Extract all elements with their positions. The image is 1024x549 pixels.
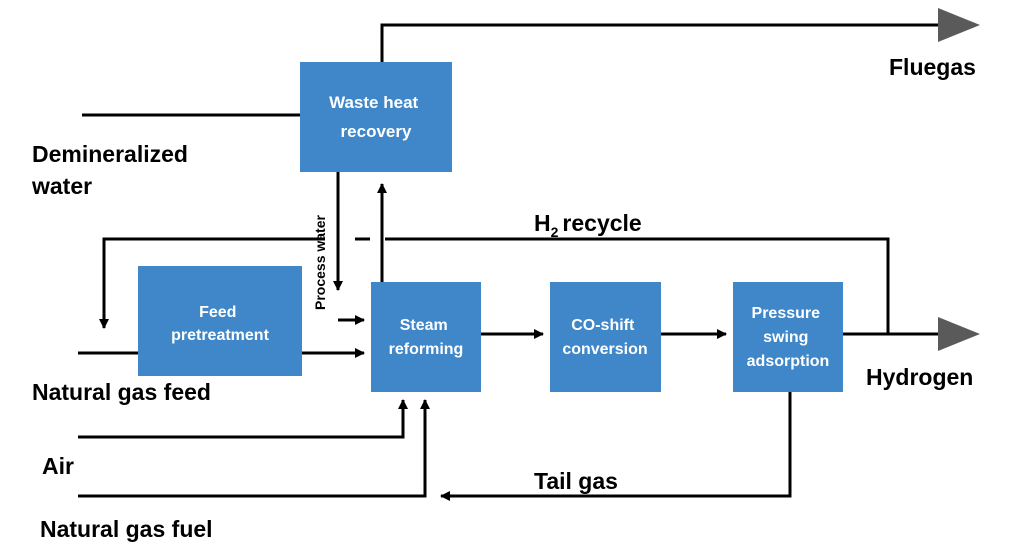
steam-reforming-label: Steam reforming [389,317,464,358]
feed-pretreatment-box [138,266,302,376]
unit-boxes [138,62,843,392]
natural-gas-feed-label: Natural gas feed [32,379,211,405]
hydrogen-arrowhead [938,317,980,351]
process-water-label: Process water [312,215,328,310]
feed-pretreatment-label: Feed pretreatment [171,304,269,344]
air-line [78,399,408,439]
flow-lines [78,23,940,501]
steam-reforming-box [371,282,481,392]
air-label: Air [42,453,74,479]
fluegas-line [380,23,940,62]
demineralized-water-label: Demineralized water [31,141,194,199]
h2-recycle-line-left [99,237,325,329]
psa-box [733,282,843,392]
fluegas-arrowhead [938,8,980,42]
tail-gas-label: Tail gas [534,468,618,494]
co-shift-box [550,282,661,392]
waste-heat-label: Waste heat recovery [329,93,423,141]
tail-gas-line [440,392,792,501]
fluegas-label: Fluegas [889,54,976,80]
co-shift-label: CO-shift conversion [562,317,647,358]
h2-recycle-line [385,237,890,334]
natural-gas-fuel-label: Natural gas fuel [40,516,213,542]
waste-heat-box [300,62,452,172]
fuel-line [78,399,430,498]
psa-label: Pressure swing adsorption [747,305,830,370]
hydrogen-label: Hydrogen [866,364,973,390]
